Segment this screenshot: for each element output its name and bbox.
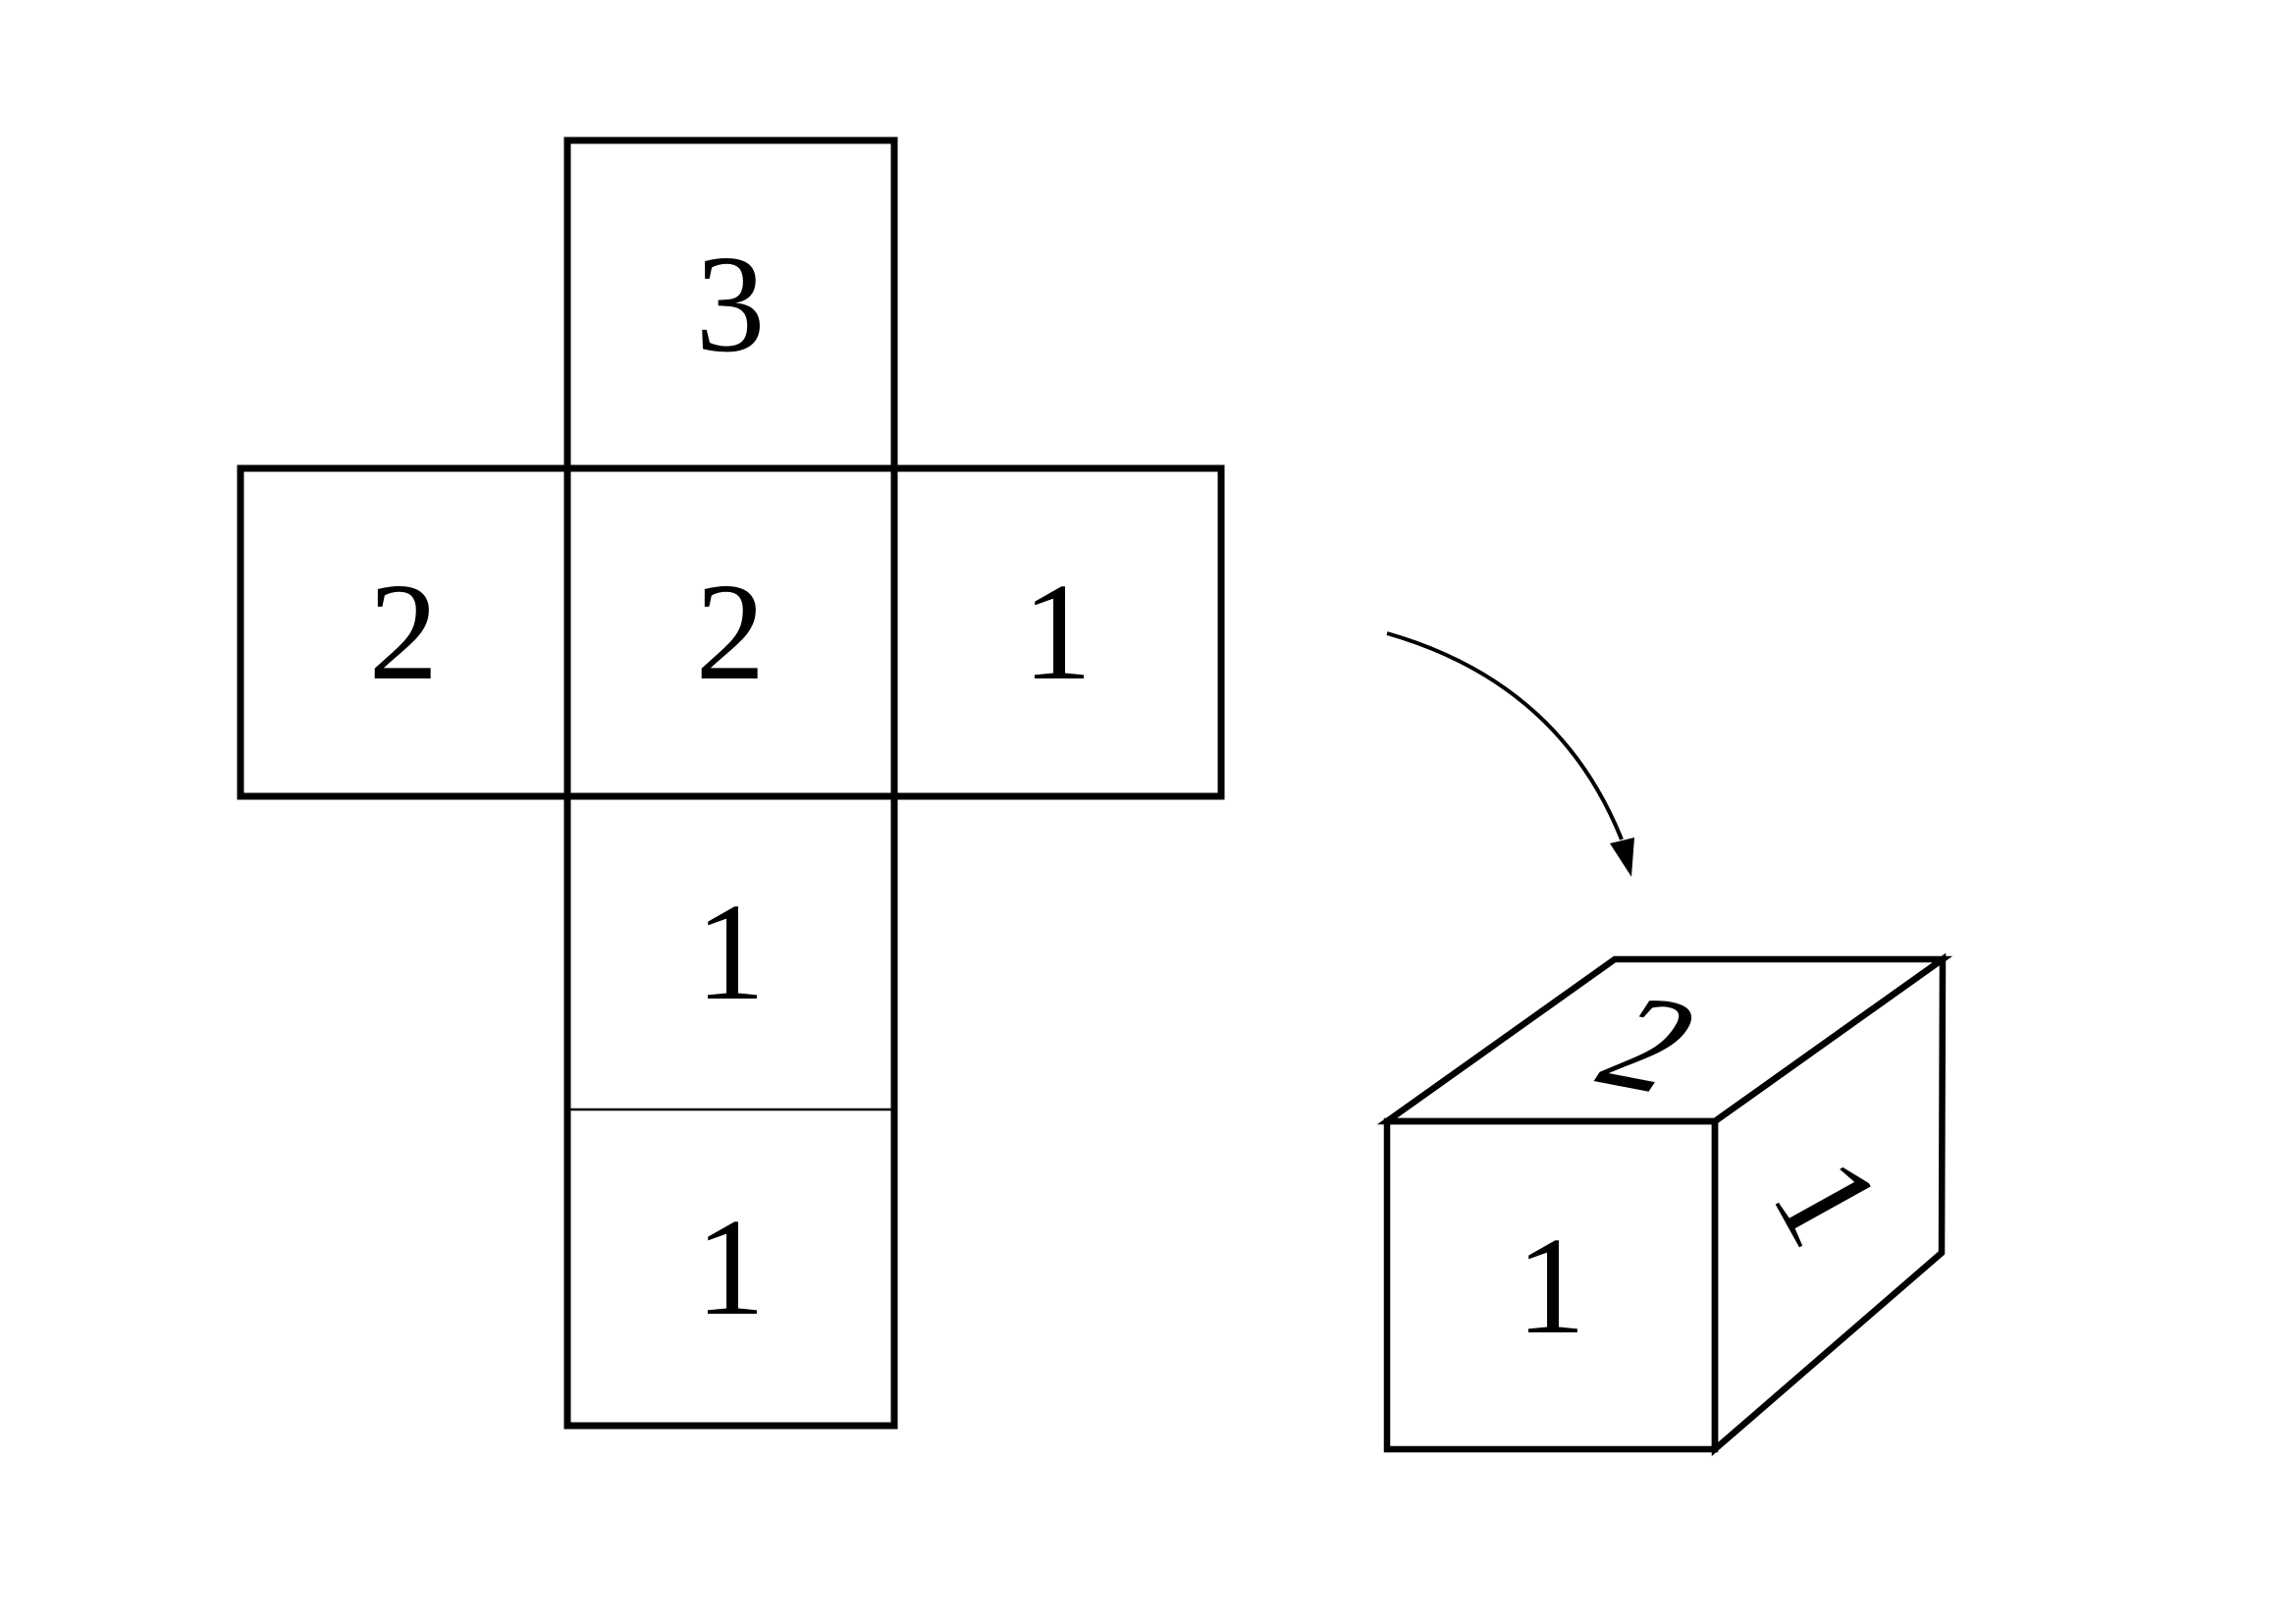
net-label-row-center: 2 — [696, 554, 766, 709]
net-cell-row-right-outline — [890, 464, 1225, 800]
net-cell-bottom-outline — [563, 1106, 898, 1430]
box-front-face — [1383, 1117, 1719, 1453]
box-label-right: 1 — [1743, 1133, 1913, 1270]
net-label-row-right: 1 — [1023, 554, 1093, 709]
box-label-top-group: 2 — [1570, 967, 1729, 1120]
net-cell-below-center-outline — [563, 792, 898, 1113]
net-label-row-left: 2 — [369, 554, 439, 709]
box-label-right-group: 1 — [1743, 1133, 1913, 1270]
fold-arrow — [1386, 631, 1634, 877]
box-net: 3 2 2 1 1 1 — [237, 136, 1225, 1430]
net-label-below-center: 1 — [696, 874, 766, 1029]
box-label-top: 2 — [1570, 967, 1729, 1120]
net-label-top: 3 — [696, 226, 766, 381]
net-label-bottom: 1 — [696, 1189, 766, 1344]
box-label-front: 1 — [1517, 1208, 1586, 1363]
fold-arrow-head-icon — [1610, 838, 1634, 877]
fold-arrow-curve — [1386, 631, 1624, 840]
box-3d: 2 1 1 — [1376, 952, 1953, 1457]
